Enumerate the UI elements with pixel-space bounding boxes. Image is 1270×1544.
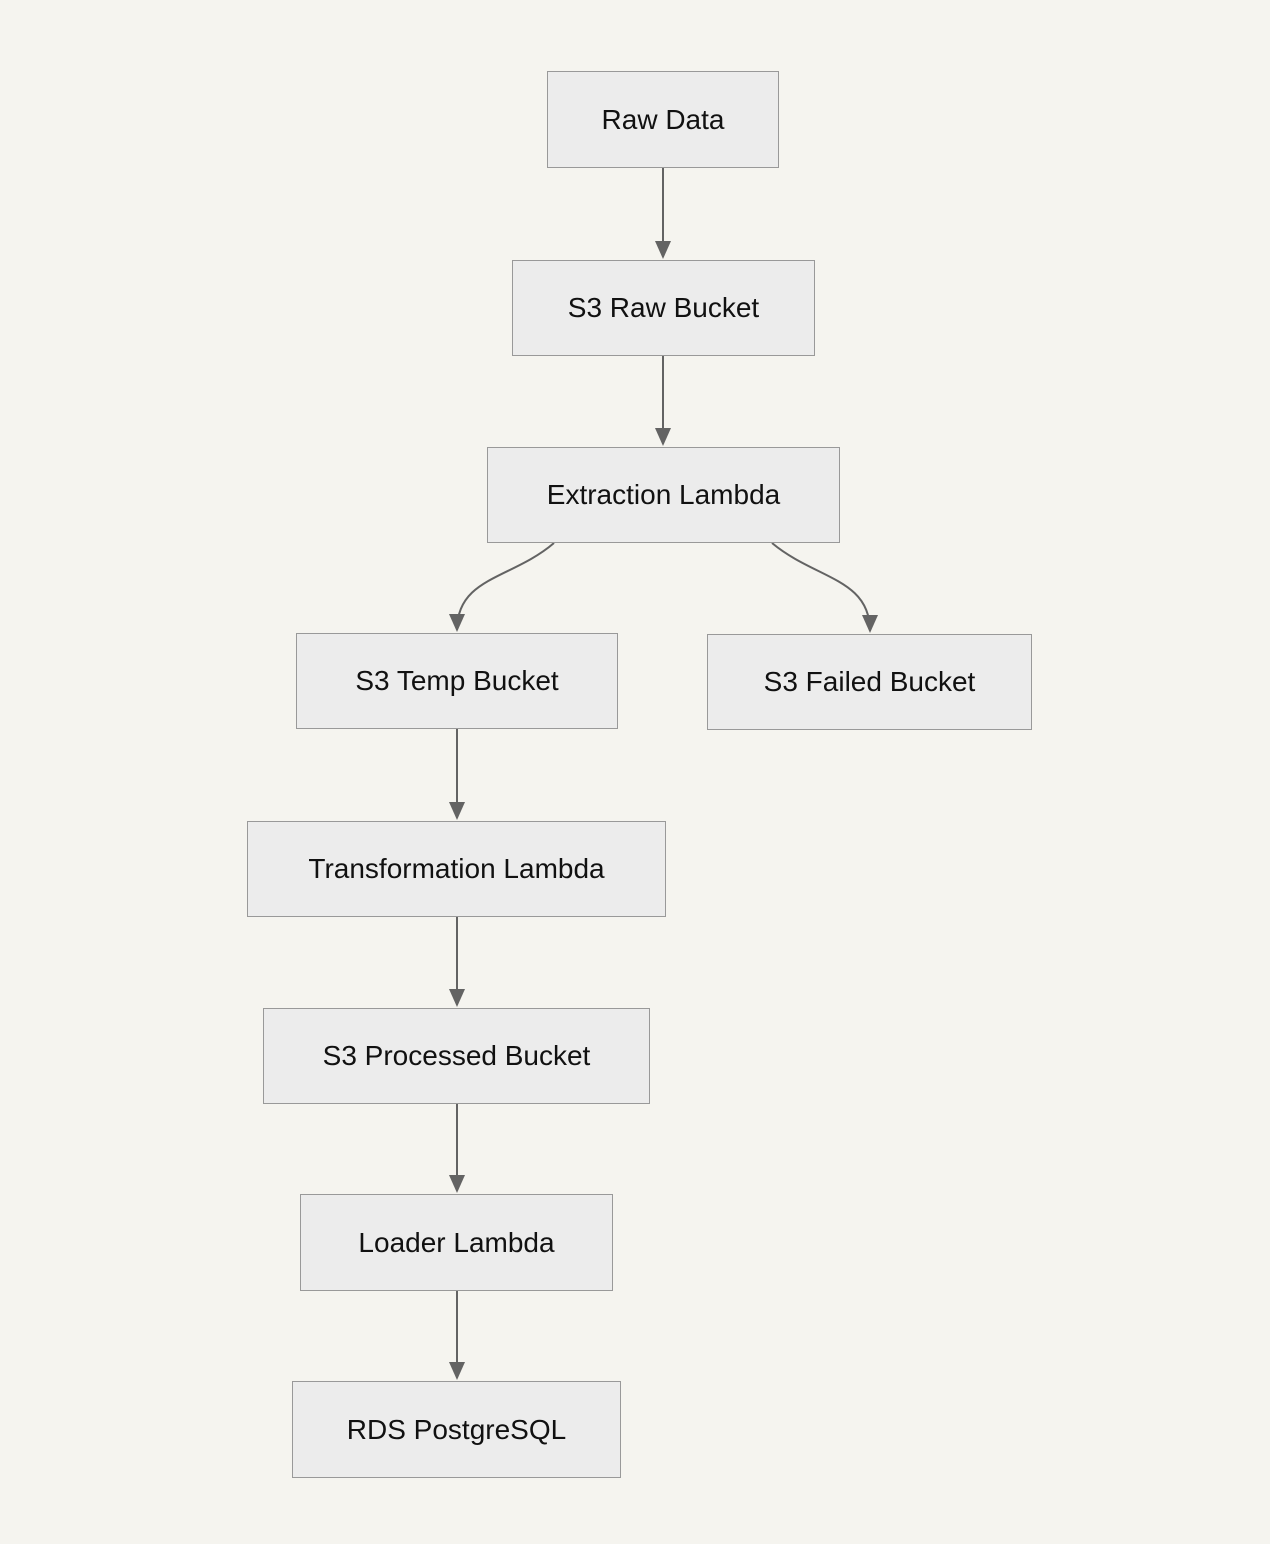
node-s3-raw-bucket: S3 Raw Bucket (512, 260, 815, 356)
node-label: S3 Raw Bucket (567, 292, 760, 324)
node-loader-lambda: Loader Lambda (300, 1194, 613, 1291)
node-label: S3 Temp Bucket (355, 665, 559, 697)
node-label: Raw Data (601, 103, 725, 135)
node-raw-data: Raw Data (547, 71, 779, 168)
edge-extraction-lambda-to-s3-temp-bucket (449, 542, 555, 632)
node-extraction-lambda: Extraction Lambda (487, 447, 840, 543)
node-s3-temp-bucket: S3 Temp Bucket (296, 633, 618, 729)
node-label: S3 Failed Bucket (763, 666, 976, 698)
node-label: Transformation Lambda (308, 853, 605, 885)
node-label: Extraction Lambda (546, 479, 781, 511)
node-transformation-lambda: Transformation Lambda (247, 821, 666, 917)
node-label: S3 Processed Bucket (322, 1040, 591, 1072)
edge-extraction-lambda-to-s3-failed-bucket (771, 542, 878, 633)
node-label: RDS PostgreSQL (346, 1413, 567, 1445)
node-rds-postgresql: RDS PostgreSQL (292, 1381, 621, 1478)
node-s3-processed-bucket: S3 Processed Bucket (263, 1008, 650, 1104)
node-s3-failed-bucket: S3 Failed Bucket (707, 634, 1032, 730)
node-label: Loader Lambda (358, 1226, 555, 1258)
